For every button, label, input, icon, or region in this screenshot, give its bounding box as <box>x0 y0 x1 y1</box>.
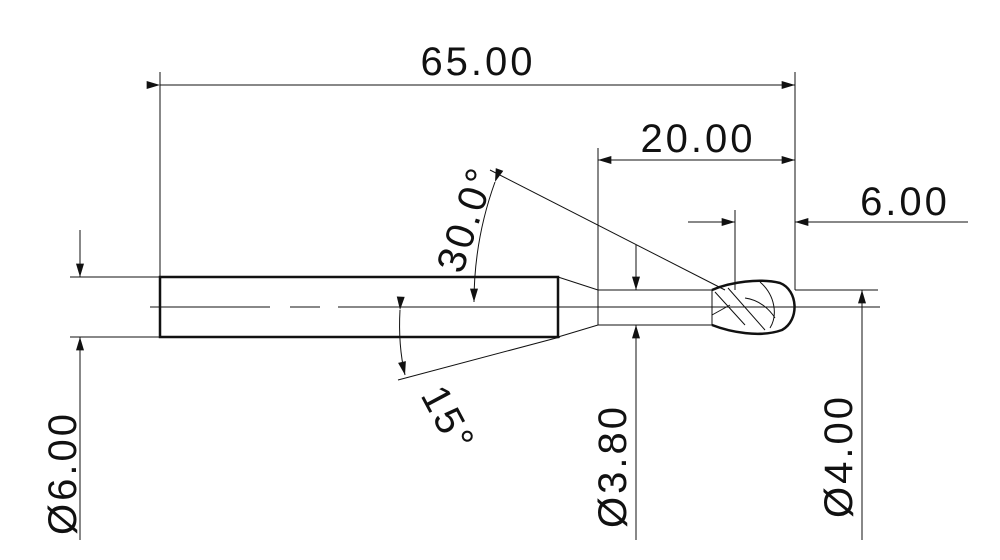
dim-15-deg: 15° <box>412 379 483 461</box>
dim-d6: Ø6.00 <box>41 411 85 535</box>
dimension-neck-length: 20.00 <box>597 117 796 290</box>
dimension-shank-diameter: Ø6.00 <box>41 230 160 540</box>
dim-30-deg: 30.0° <box>429 161 504 278</box>
dimension-taper-angle: 15° <box>396 296 561 461</box>
dimension-cutter-diameter: Ø4.00 <box>795 289 878 540</box>
dim-d4: Ø4.00 <box>817 394 861 518</box>
dimension-neck-angle: 30.0° <box>429 161 726 303</box>
ball-cutter <box>711 279 796 336</box>
dim-d3-8: Ø3.80 <box>591 404 635 528</box>
dim-20: 20.00 <box>640 117 755 161</box>
dimension-overall-length: 65.00 <box>146 40 796 290</box>
dimension-neck-diameter: Ø3.80 <box>591 245 640 540</box>
taper <box>557 276 599 338</box>
tool-body <box>150 275 880 339</box>
dim-6: 6.00 <box>860 180 950 224</box>
dim-65: 65.00 <box>420 40 535 84</box>
dimension-cutting-length: 6.00 <box>688 180 968 290</box>
